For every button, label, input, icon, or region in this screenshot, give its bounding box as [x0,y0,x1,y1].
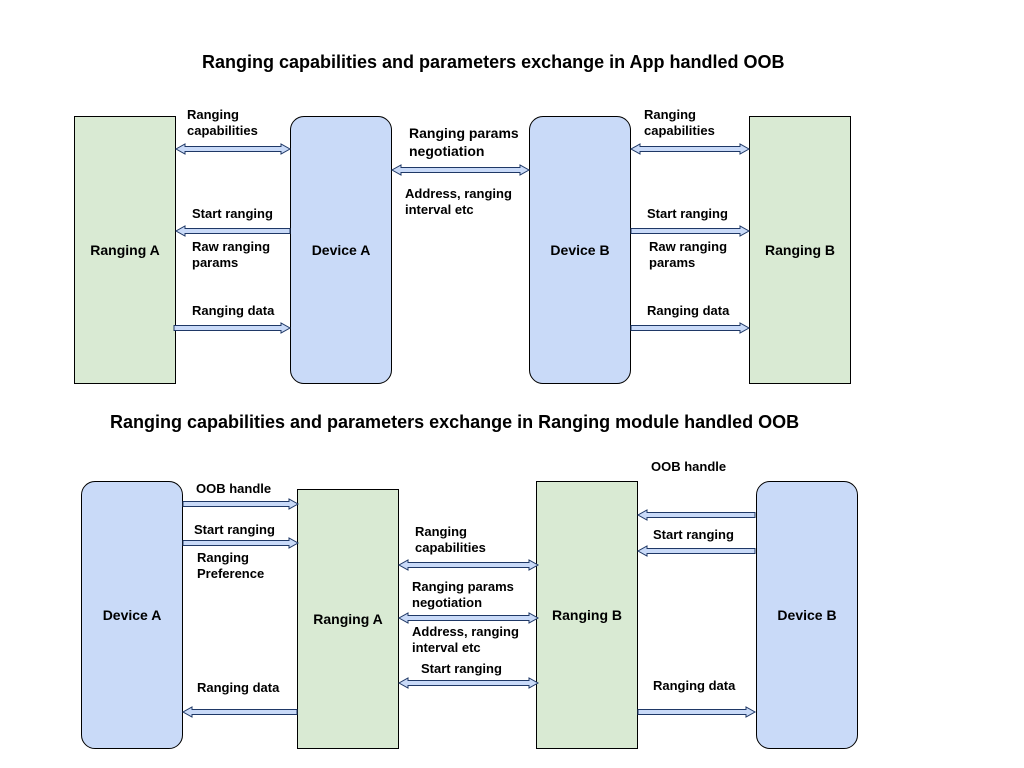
d2-label-start-mid: Start ranging [421,661,502,676]
d2-label-cap-mid: Ranging capabilities [415,524,486,555]
d2-label-start-right: Start ranging [653,527,734,542]
d1-label-data-right: Ranging data [647,303,730,318]
d1-label-raw-right: Raw ranging params [649,239,728,270]
d2-negotiation-arrow [397,612,540,624]
d2-label-negotiation: Ranging params negotiation [412,579,514,610]
d2-label-start-left: Start ranging [194,522,275,537]
d2-label-oob-right: OOB handle [651,459,727,474]
d2-ranging-a-node: Ranging A [297,489,399,749]
d1-device-a-label: Device A [311,242,371,258]
d1-ranging-a-node: Ranging A [74,116,176,384]
d2-device-a-label: Device A [102,607,162,623]
d2-data-left-arrow [181,706,298,718]
d1-ranging-b-label: Ranging B [765,242,835,258]
d2-oob-right-arrow [636,509,756,521]
d2-cap-mid-arrow [397,559,540,571]
d2-oob-left-arrow [182,498,300,510]
d2-label-address: Address, ranging interval etc [412,624,519,655]
d1-start-left-arrow [174,225,291,237]
d2-label-oob-left: OOB handle [196,481,272,496]
d1-device-a-node: Device A [290,116,392,384]
d1-label-cap-right: Ranging capabilities [644,107,715,138]
d1-cap-right-arrow [629,143,751,155]
d1-negotiation-arrow [390,164,531,176]
d2-start-mid-arrow [397,677,540,689]
d1-data-right-arrow [630,322,751,334]
d2-start-left-arrow [182,537,300,549]
diagram2-title: Ranging capabilities and parameters exch… [110,412,800,432]
d2-start-right-arrow [636,545,756,557]
d1-ranging-a-label: Ranging A [90,242,160,258]
d2-ranging-b-label: Ranging B [552,607,622,623]
d1-start-right-arrow [630,225,751,237]
d1-ranging-b-node: Ranging B [749,116,851,384]
diagram1-title: Ranging capabilities and parameters exch… [202,52,785,72]
d2-label-data-left: Ranging data [197,680,280,695]
d2-label-pref-left: Ranging Preference [197,550,265,581]
d2-ranging-a-label: Ranging A [313,611,383,627]
d1-cap-left-arrow [174,143,292,155]
d1-label-negotiation: Ranging params negotiation [409,125,519,159]
d2-ranging-b-node: Ranging B [536,481,638,749]
d1-label-data-left: Ranging data [192,303,275,318]
d1-label-raw-left: Raw ranging params [192,239,271,270]
d1-label-address: Address, ranging interval etc [405,186,512,217]
d2-device-b-label: Device B [777,607,837,623]
d2-label-data-right: Ranging data [653,678,736,693]
d1-data-left-arrow [173,322,292,334]
d1-label-cap-left: Ranging capabilities [187,107,258,138]
d2-device-a-node: Device A [81,481,183,749]
d1-device-b-label: Device B [550,242,610,258]
d1-device-b-node: Device B [529,116,631,384]
d2-device-b-node: Device B [756,481,858,749]
d1-label-start-left: Start ranging [192,206,273,221]
d1-label-start-right: Start ranging [647,206,728,221]
d2-data-right-arrow [637,706,757,718]
